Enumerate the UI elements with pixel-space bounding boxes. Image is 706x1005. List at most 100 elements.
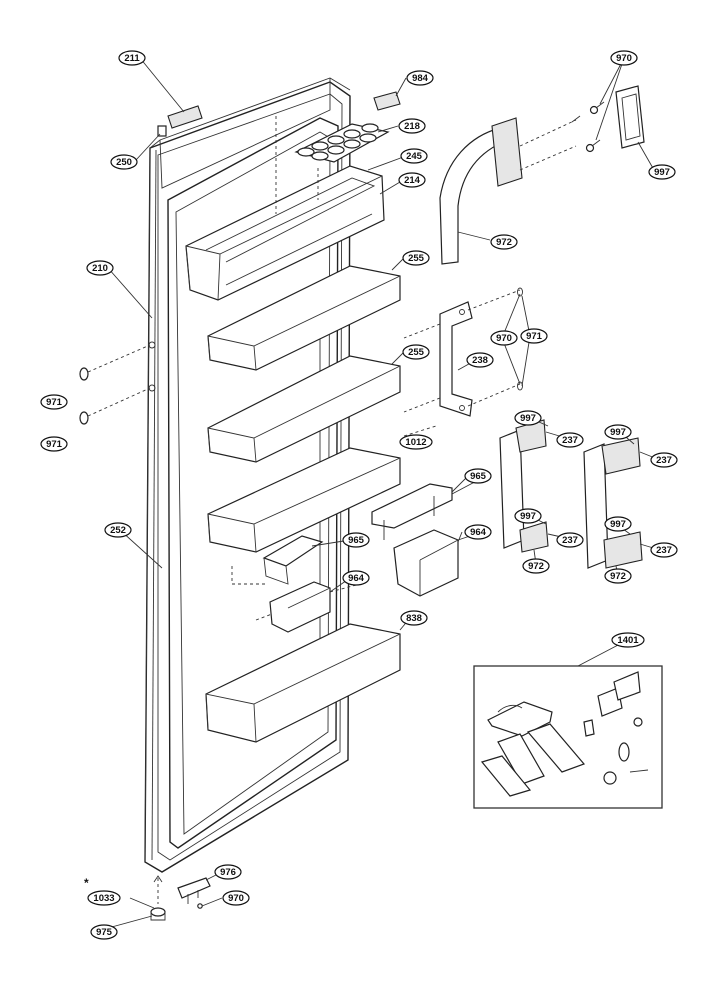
callout-label: 237 xyxy=(562,435,578,446)
callout-label: 971 xyxy=(46,397,63,408)
callout-bubble xyxy=(402,250,430,266)
callout-972a: 972 xyxy=(490,234,518,250)
callout-bubble xyxy=(520,328,548,344)
callout-label: 971 xyxy=(46,439,63,450)
callout-214: 214 xyxy=(398,172,426,188)
callout-245: 245 xyxy=(400,148,428,164)
callout-bubble xyxy=(611,632,645,648)
callout-965a: 965 xyxy=(464,468,492,484)
callout-label: 972 xyxy=(610,571,626,582)
callout-971c: 971 xyxy=(520,328,548,344)
callout-bubble xyxy=(214,864,242,880)
callout-bubble xyxy=(222,890,250,906)
callout-label: 997 xyxy=(610,519,626,530)
callout-218: 218 xyxy=(398,118,426,134)
callout-bubble xyxy=(118,50,146,66)
callout-label: 970 xyxy=(496,333,512,344)
callout-label: 237 xyxy=(562,535,578,546)
callout-label: 971 xyxy=(526,331,543,342)
callout-238: 238 xyxy=(466,352,494,368)
callout-bubble xyxy=(514,410,542,426)
callout-bubble xyxy=(400,610,428,626)
callout-label: 1012 xyxy=(405,437,426,448)
callout-bubble xyxy=(400,148,428,164)
callout-997a: 997 xyxy=(648,164,676,180)
callout-252: 252 xyxy=(104,522,132,538)
callout-1033: 1033 xyxy=(87,890,121,906)
callout-1012: 1012 xyxy=(399,434,433,450)
callout-bubble xyxy=(648,164,676,180)
door-label-plate xyxy=(167,105,203,129)
callout-label: 970 xyxy=(228,893,244,904)
callout-972c: 972 xyxy=(604,568,632,584)
plug-971-lower xyxy=(79,411,89,425)
door-bin-1012 xyxy=(207,447,401,553)
callout-255b: 255 xyxy=(402,344,430,360)
callout-label: 964 xyxy=(470,527,487,538)
callout-237c: 237 xyxy=(556,532,584,548)
callout-label: 211 xyxy=(124,53,140,64)
callout-label: 964 xyxy=(348,573,365,584)
callout-964a: 964 xyxy=(464,524,492,540)
callout-bubble xyxy=(40,394,68,410)
callout-975: 975 xyxy=(90,924,118,940)
callout-997c: 997 xyxy=(604,424,632,440)
callout-label: 984 xyxy=(412,73,429,84)
callout-label: 997 xyxy=(520,511,536,522)
callout-bubble xyxy=(556,432,584,448)
callout-bubble xyxy=(604,516,632,532)
hinge-cover-976 xyxy=(177,877,211,904)
callout-label: 997 xyxy=(610,427,626,438)
callout-bubble xyxy=(110,154,138,170)
small-bin-965 xyxy=(262,535,324,585)
callout-label: 252 xyxy=(110,525,126,536)
callout-label: 838 xyxy=(406,613,422,624)
callout-210: 210 xyxy=(86,260,114,276)
callout-label: 1401 xyxy=(617,635,639,646)
callout-bubble xyxy=(650,542,678,558)
callout-label: 218 xyxy=(404,121,420,132)
callout-bubble xyxy=(342,532,370,548)
callout-group: 2119842182502452142102552559719719719709… xyxy=(40,50,678,940)
callout-bubble xyxy=(522,558,550,574)
handle-cap-997 xyxy=(615,85,645,149)
callout-label: 965 xyxy=(470,471,487,482)
callout-bubble xyxy=(464,524,492,540)
callout-970c: 970 xyxy=(222,890,250,906)
callout-970b: 970 xyxy=(490,330,518,346)
leader-lines xyxy=(107,57,661,929)
callout-label: 972 xyxy=(528,561,544,572)
callout-bubble xyxy=(342,570,370,586)
callout-bubble xyxy=(514,508,542,524)
callout-bubble xyxy=(464,468,492,484)
callout-bubble xyxy=(406,70,434,86)
kit-1401-box xyxy=(473,643,663,809)
callout-971a: 971 xyxy=(40,394,68,410)
callout-964b: 964 xyxy=(342,570,370,586)
callout-984: 984 xyxy=(406,70,434,86)
callout-bubble xyxy=(399,434,433,450)
callout-label: 214 xyxy=(404,175,421,186)
callout-976: 976 xyxy=(214,864,242,880)
callout-bubble xyxy=(604,568,632,584)
callout-bubble xyxy=(604,424,632,440)
callout-965b: 965 xyxy=(342,532,370,548)
callout-bubble xyxy=(610,50,638,66)
callout-971b: 971 xyxy=(40,436,68,452)
callout-label: 1033 xyxy=(93,893,114,904)
callout-838: 838 xyxy=(400,610,428,626)
callout-237b: 237 xyxy=(650,452,678,468)
screws-970-top xyxy=(585,101,605,153)
callout-label: 250 xyxy=(116,157,132,168)
plug-971-upper xyxy=(79,367,89,381)
callout-bubble xyxy=(86,260,114,276)
callout-bubble xyxy=(650,452,678,468)
handle-238 xyxy=(403,287,523,417)
egg-tray-218 xyxy=(294,123,390,163)
callout-label: 238 xyxy=(472,355,488,366)
small-bin-964 xyxy=(269,581,331,633)
callout-bubble xyxy=(40,436,68,452)
callout-237d: 237 xyxy=(650,542,678,558)
callout-label: 237 xyxy=(656,455,672,466)
